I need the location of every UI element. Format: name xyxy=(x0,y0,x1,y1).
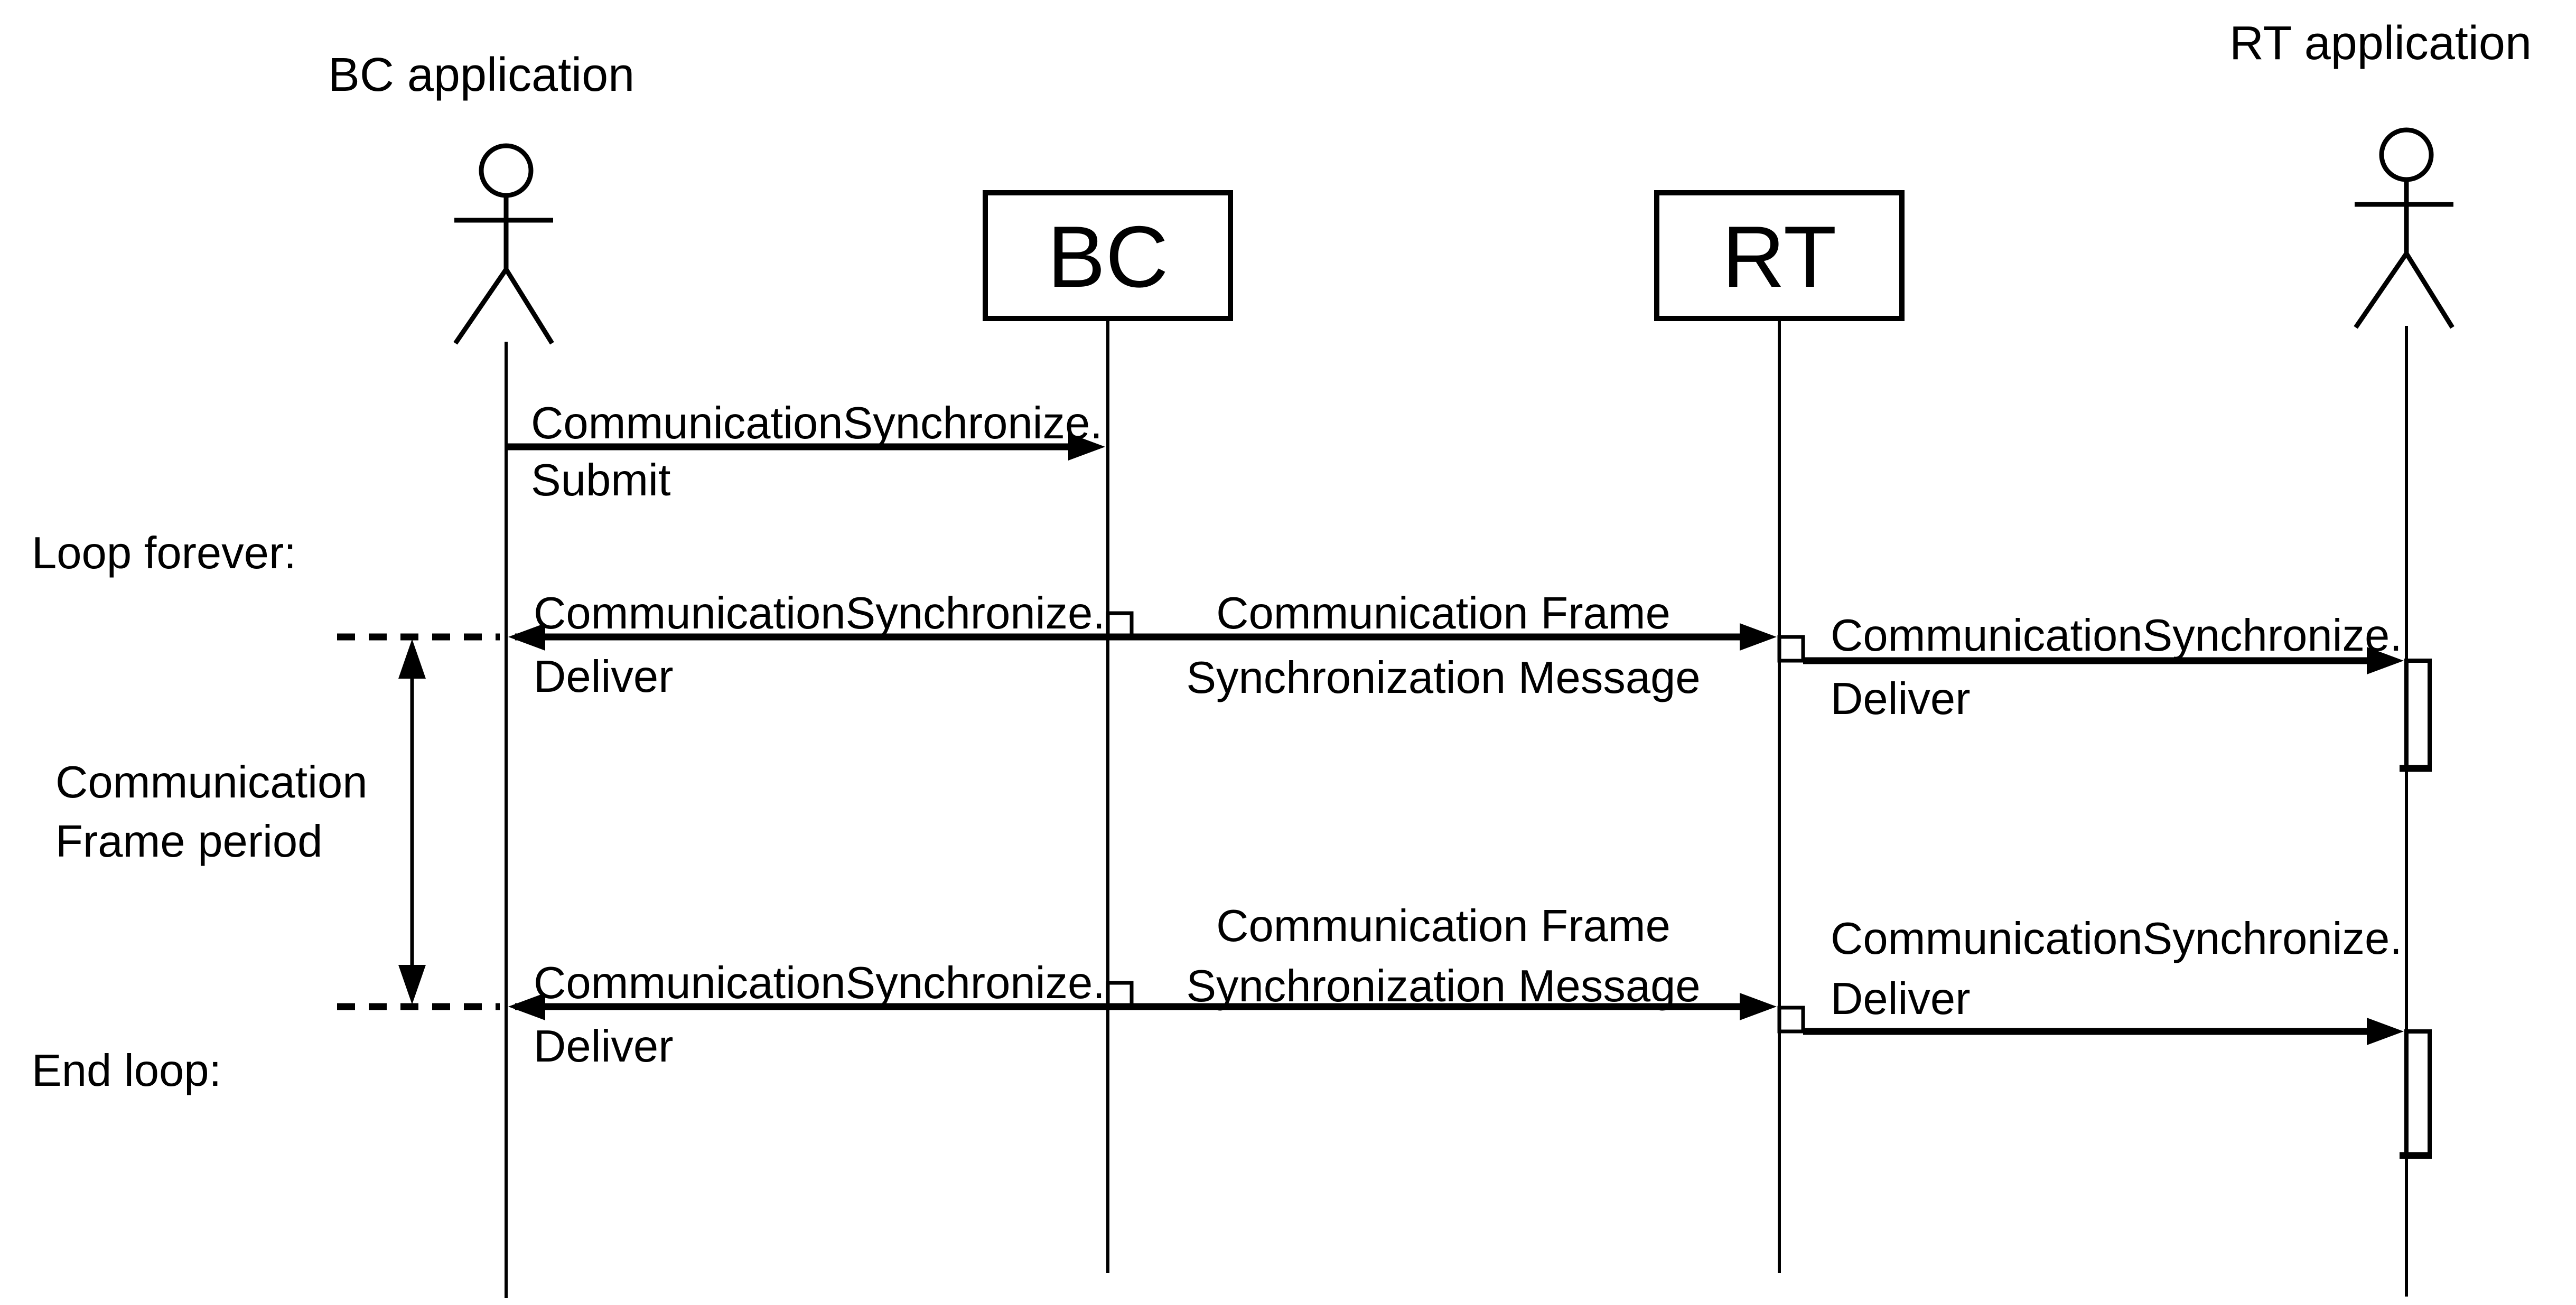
loop1-rt-deliver-arrowhead-icon xyxy=(2367,647,2404,674)
bc-box xyxy=(983,190,1233,321)
rt-application-actor-icon xyxy=(2354,127,2454,329)
loop1-rt-deliver-label-line1: CommunicationSynchronize. xyxy=(1831,611,2402,661)
loop2-frame-label-line1: Communication Frame xyxy=(1216,901,1670,951)
loop1-frame-label-line2: Synchronization Message xyxy=(1186,653,1700,703)
actor-right-leg xyxy=(2404,252,2454,329)
loop1-deliver-label-line1: CommunicationSynchronize. xyxy=(534,588,1105,639)
loop-forever-label: Loop forever: xyxy=(32,528,296,578)
loop1-deliver-arrowhead-icon xyxy=(508,623,545,651)
frame-period-arrowhead-down-icon xyxy=(398,965,426,1004)
loop1-bc-messages: CommunicationSynchronize. Deliver Commun… xyxy=(508,588,1805,703)
loop2-rt-deliver-message: CommunicationSynchronize. Deliver xyxy=(1803,914,2432,1159)
actor-head xyxy=(479,143,534,198)
loop2-bc-send-marker xyxy=(1106,981,1134,1009)
loop2-rt-deliver-arrowhead-icon xyxy=(2367,1018,2404,1045)
loop2-rt-app-activation-bar xyxy=(2404,1029,2432,1158)
submit-label-line2: Submit xyxy=(531,455,671,505)
loop1-deliver-label-line2: Deliver xyxy=(534,652,674,702)
bc-application-actor-icon xyxy=(453,143,554,345)
loop2-frame-arrowhead-icon xyxy=(1740,993,1777,1020)
frame-period-arrowhead-up-icon xyxy=(398,639,426,679)
bc-box-label: BC xyxy=(1047,208,1168,305)
loop2-deliver-label-line2: Deliver xyxy=(534,1021,674,1072)
loop1-bc-send-marker xyxy=(1106,611,1134,639)
actor-left-leg xyxy=(2354,252,2409,329)
loop2-rt-deliver-label-line2: Deliver xyxy=(1831,974,1971,1024)
frame-period-label-line2: Frame period xyxy=(55,816,322,867)
loop1-rt-deliver-label-line2: Deliver xyxy=(1831,674,1971,724)
submit-arrowhead-icon xyxy=(1068,433,1105,461)
loop1-rt-receive-marker xyxy=(1777,635,1805,663)
rt-box-label: RT xyxy=(1722,208,1837,305)
submit-label-line1: CommunicationSynchronize. xyxy=(531,398,1103,448)
loop1-frame-arrowhead-icon xyxy=(1740,623,1777,651)
loop2-frame-label-line2: Synchronization Message xyxy=(1186,961,1700,1011)
bc-application-title: BC application xyxy=(328,49,634,101)
actor-left-leg xyxy=(453,268,508,345)
loop1-rt-app-activation-bar xyxy=(2404,659,2432,771)
loop1-rt-deliver-message: CommunicationSynchronize. Deliver xyxy=(1803,611,2432,772)
loop2-rt-deliver-label-line1: CommunicationSynchronize. xyxy=(1831,914,2402,964)
submit-message: CommunicationSynchronize. Submit xyxy=(506,398,1105,505)
rt-application-title: RT application xyxy=(2229,17,2532,70)
loop1-frame-label-line1: Communication Frame xyxy=(1216,588,1670,639)
end-loop-label: End loop: xyxy=(32,1046,221,1096)
frame-period-measure-arrow xyxy=(398,639,426,1004)
frame-period-label-line1: Communication xyxy=(55,757,368,808)
actor-right-leg xyxy=(504,268,554,345)
actor-head xyxy=(2379,127,2434,182)
loop2-deliver-arrowhead-icon xyxy=(508,993,545,1020)
rt-box xyxy=(1654,190,1905,321)
loop2-bc-messages: CommunicationSynchronize. Deliver Commun… xyxy=(508,901,1805,1072)
loop2-deliver-label-line1: CommunicationSynchronize. xyxy=(534,958,1105,1008)
loop2-rt-receive-marker xyxy=(1777,1006,1805,1034)
